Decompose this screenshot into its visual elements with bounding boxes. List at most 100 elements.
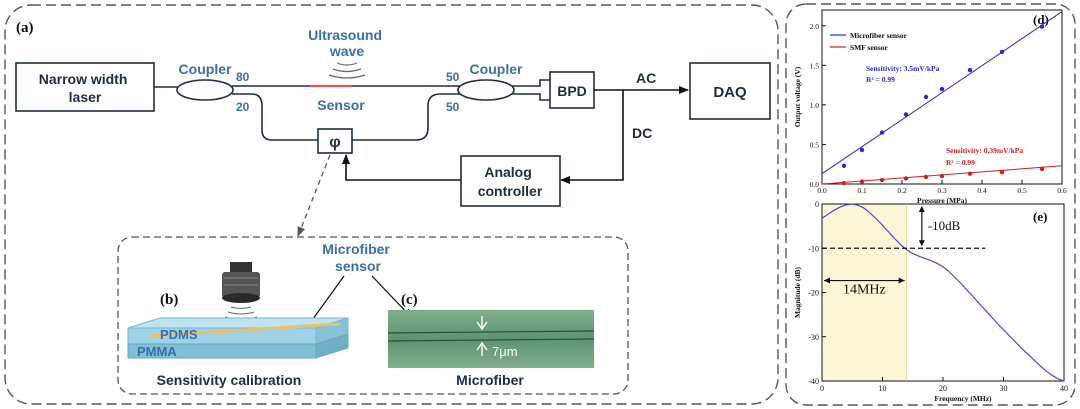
chart-d-ytick-label: 1.5: [810, 61, 820, 70]
ratio-20: 20: [236, 100, 250, 114]
optical-fibers: [154, 79, 550, 141]
pdms-label: PDMS: [160, 327, 198, 342]
panel-a-label: (a): [16, 20, 34, 36]
chart-d-xtick-label: 0.3: [937, 186, 947, 195]
chart-d-xtick-label: 0.5: [1017, 186, 1027, 195]
chart-d-xtick-label: 0.6: [1057, 186, 1067, 195]
chart-d-point-1: [841, 181, 847, 186]
chart-d-ylabel: Output voltage (V): [793, 66, 802, 127]
chart-e-xtick-label: 40: [1060, 384, 1068, 393]
chart-e-ytick-label: -10: [808, 244, 819, 253]
chart-e-drop-arrowhead-bottom: [918, 240, 925, 247]
chart-e-xtick-label: 20: [939, 384, 947, 393]
chart-d-ytick-label: 1.0: [810, 101, 820, 110]
panel-b-label: (b): [160, 292, 178, 308]
dc-label: DC: [632, 125, 652, 141]
chart-d: 0.0 0.1 0.2 0.3 0.4 0.5 0.6 0.0 0.5 1.0 1.5 2.0Pres…: [793, 9, 1067, 205]
chart-e-ytick-label: -40: [808, 377, 819, 386]
chart-d-xtick-label: 0.2: [897, 186, 907, 195]
chart-d-point-0: [879, 130, 885, 135]
ratio-50-top: 50: [446, 70, 460, 84]
chart-e-ytick-label: -20: [808, 289, 819, 298]
chart-d-point-1: [923, 174, 929, 180]
chart-d-point-1: [1039, 166, 1045, 172]
chart-d-legend-entry-1: SMF sensor: [850, 43, 889, 52]
chart-e-drop-label: -10dB: [928, 218, 961, 233]
laser-label: Narrow width laser: [39, 71, 132, 105]
chart-d-point-0: [859, 147, 865, 153]
ultrasound-label: Ultrasound wave: [308, 27, 386, 59]
coupler-left: [176, 79, 234, 101]
chart-d-point-0: [999, 49, 1005, 55]
ultrasound-wave-icon: [328, 62, 366, 79]
analog-controller-box: [460, 155, 561, 207]
chart-d-annotation-sensitivity-microfiber: Sensitivity: 3.5mV/kPa: [866, 64, 940, 73]
chart-d-legend-entry-0: Microfiber sensor: [850, 31, 908, 40]
chart-d-xtick-label: 0.1: [857, 186, 867, 195]
coupler-left-label: Coupler: [179, 61, 232, 77]
chart-e-bandwidth-label: 14MHz: [843, 283, 886, 298]
chart-d-point-0: [841, 163, 847, 169]
calibration-block: [127, 317, 349, 359]
chart-d-point-0: [939, 86, 945, 92]
chart-e-xtick-label: 30: [1000, 384, 1008, 393]
chart-e-ylabel: Magnitude (dB): [793, 266, 802, 318]
chart-e-bandwidth-arrowhead-right: [898, 277, 905, 284]
chart-e-drop-arrowhead-top: [918, 206, 925, 212]
phase-symbol: φ: [329, 134, 340, 151]
chart-d-xlabel: Pressure (MPa): [917, 196, 967, 205]
pmma-label: PMMA: [137, 344, 177, 359]
chart-d-point-0: [903, 112, 909, 117]
microfiber-sensor-label: Microfiber sensor: [322, 241, 394, 274]
analog-controller-label: Analog controller: [478, 164, 543, 199]
chart-d-point-0: [967, 67, 973, 73]
panel-a-frame: [4, 4, 779, 405]
chart-d-point-1: [967, 171, 973, 176]
chart-e-xtick-label: 10: [879, 384, 887, 393]
microfiber-image: [387, 310, 595, 368]
inset-frame: [117, 236, 629, 395]
ratio-50-bottom: 50: [446, 100, 460, 114]
chart-d-point-1: [903, 176, 909, 181]
chart-d-ytick-label: 2.0: [810, 22, 820, 31]
panel-c-label: (c): [401, 292, 418, 308]
chart-d-point-1: [999, 169, 1005, 175]
chart-e-ytick-label: -30: [808, 333, 819, 342]
chart-e-bandwidth-fill: [822, 204, 908, 381]
microfiber-width-label: 7μm: [492, 344, 518, 359]
chart-d-point-0: [1039, 24, 1045, 29]
panel-e-label: (e): [1033, 209, 1047, 224]
bpd-box: [549, 71, 595, 109]
feedback-line: [342, 154, 461, 181]
coupler-right-label: Coupler: [470, 61, 523, 77]
daq-box: [689, 62, 771, 120]
chart-d-xtick-label: 0.0: [817, 186, 827, 195]
chart-d-point-1: [879, 177, 885, 183]
chart-d-point-1: [939, 173, 945, 179]
chart-d-point-1: [859, 179, 865, 184]
microfiber-label: Microfiber: [456, 372, 524, 388]
chart-d-annotation-sensitivity-smf: Sensitivity: 0.39mV/kPa: [946, 146, 1023, 155]
sensor-label: Sensor: [317, 97, 365, 113]
chart-d-xtick-label: 0.4: [977, 186, 987, 195]
chart-d-annotation-r2-smf: R² = 0.99: [946, 158, 975, 167]
chart-d-annotation-r2-microfiber: R² = 0.99: [866, 75, 895, 84]
dc-signal-line: [560, 90, 624, 184]
panel-de-frame: [785, 3, 1076, 406]
chart-d-ytick-label: 0.5: [810, 140, 820, 149]
sensitivity-calibration-label: Sensitivity calibration: [157, 372, 302, 388]
phase-modulator-box: [317, 128, 353, 154]
ratio-80: 80: [236, 70, 250, 84]
transducer-icon: [222, 262, 260, 303]
coupler-right: [457, 79, 515, 101]
ac-label: AC: [636, 70, 656, 86]
chart-e-xlabel: Frequency (MHz): [934, 394, 992, 403]
chart-e-response-curve: [821, 203, 1065, 382]
chart-d-ytick-label: 0.0: [810, 180, 820, 189]
chart-e-ytick-label: 0: [815, 200, 819, 209]
chart-e-xtick-label: 0: [820, 384, 824, 393]
chart-d-point-0: [923, 94, 929, 100]
chart-e-bandwidth-arrowhead-left: [824, 277, 830, 284]
